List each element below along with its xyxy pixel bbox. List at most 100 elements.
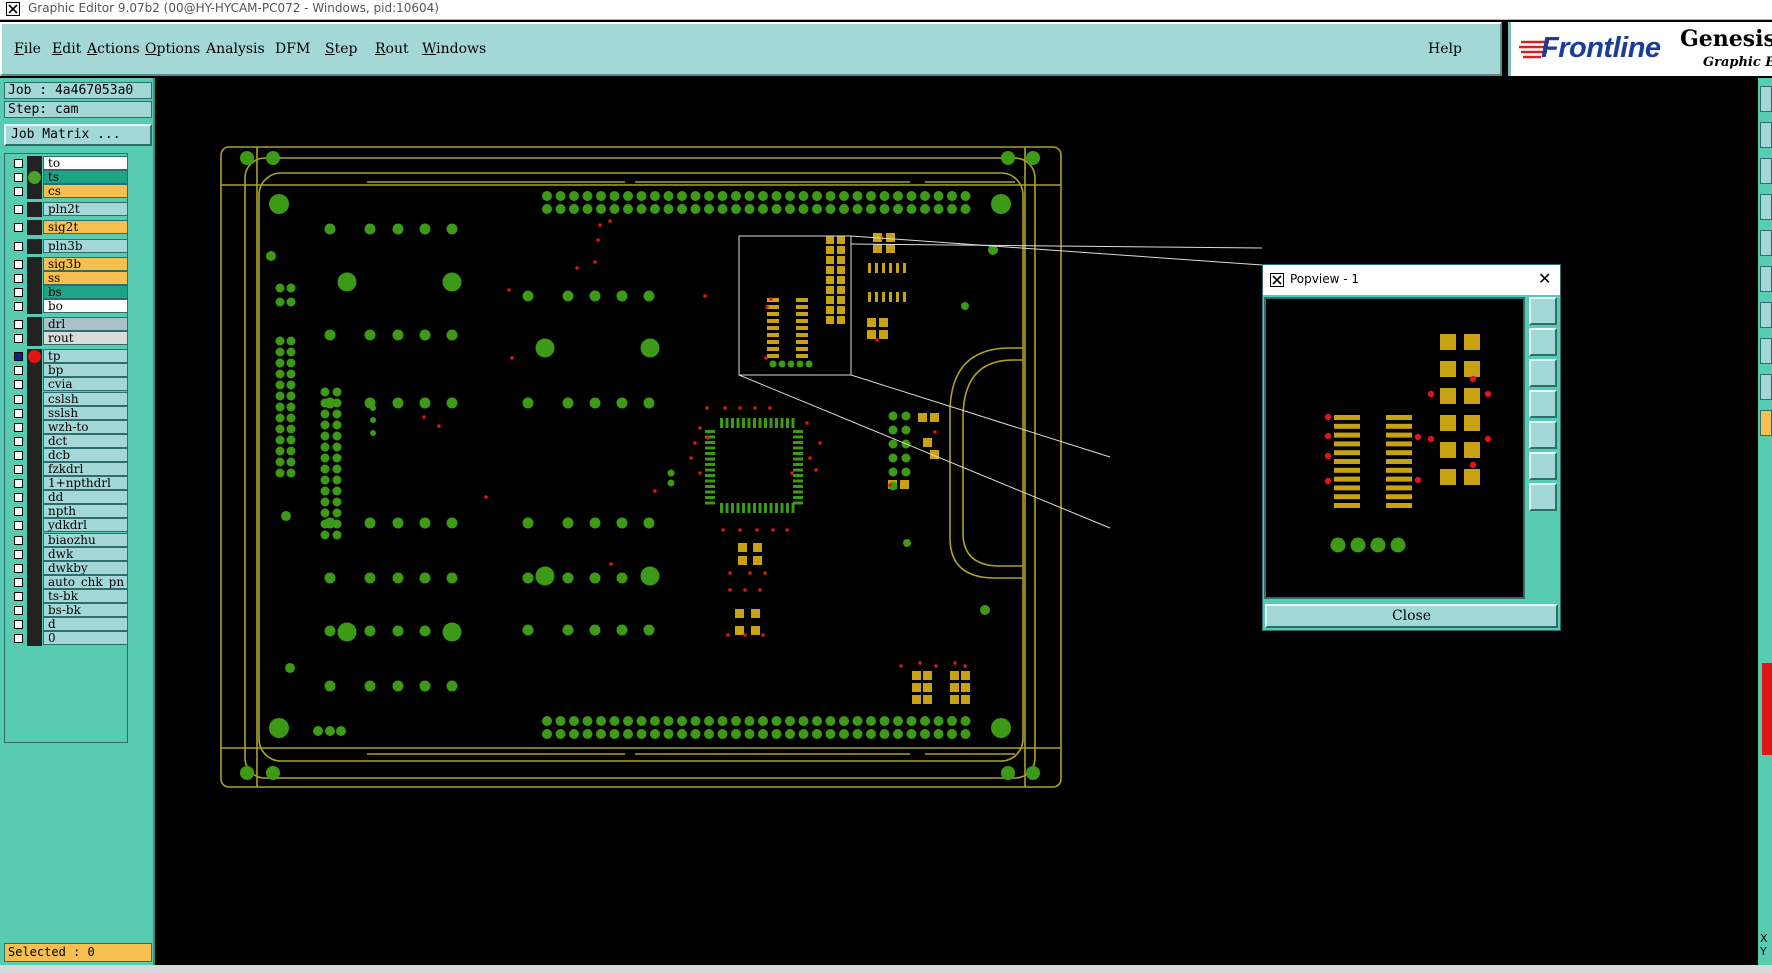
layer-name[interactable]: cs	[43, 184, 128, 199]
menu-rout[interactable]: Rout	[375, 41, 409, 57]
layer-name[interactable]: biaozhu	[43, 532, 128, 547]
layer-row[interactable]: biaozhu	[7, 532, 129, 548]
layer-indicator[interactable]	[27, 476, 42, 492]
layer-indicator[interactable]	[27, 588, 42, 604]
layer-indicator[interactable]	[27, 560, 42, 576]
layer-name[interactable]: 1+npthdrl	[43, 476, 128, 491]
layer-indicator[interactable]	[27, 532, 42, 548]
popview-canvas[interactable]	[1264, 297, 1525, 599]
layer-name[interactable]: fzkdrl	[43, 462, 128, 476]
layer-checkbox[interactable]	[14, 223, 23, 233]
layer-name[interactable]: wzh-to	[43, 419, 128, 434]
layer-row[interactable]: drl	[7, 317, 129, 332]
layer-checkbox[interactable]	[14, 366, 23, 376]
layer-row[interactable]: bp	[7, 363, 129, 379]
layer-checkbox[interactable]	[14, 320, 23, 329]
layer-row[interactable]: to	[7, 156, 129, 171]
layer-row[interactable]: bs-bk	[7, 603, 129, 618]
layer-name[interactable]: bs	[43, 284, 128, 299]
layer-row[interactable]: ss	[7, 270, 129, 286]
layer-checkbox[interactable]	[14, 563, 23, 573]
layer-checkbox[interactable]	[14, 173, 23, 183]
layer-row[interactable]: dcb	[7, 447, 129, 463]
job-matrix-button[interactable]: Job Matrix ...	[4, 124, 152, 146]
layer-name[interactable]: sslsh	[43, 405, 128, 420]
layer-name[interactable]: ts	[43, 170, 128, 185]
layer-row[interactable]: cslsh	[7, 391, 129, 407]
menu-dfm[interactable]: DFM	[275, 41, 310, 57]
layer-row[interactable]: auto_chk_pn	[7, 574, 129, 590]
layer-row[interactable]: sig2t	[7, 220, 129, 236]
layer-indicator[interactable]	[27, 419, 42, 435]
layer-name[interactable]: dcb	[43, 447, 128, 462]
layer-checkbox[interactable]	[14, 634, 23, 644]
close-icon[interactable]: ✕	[1538, 269, 1552, 288]
layer-indicator[interactable]	[27, 270, 42, 286]
pan-left-icon[interactable]	[1529, 390, 1557, 418]
zoom-in-icon[interactable]	[1529, 297, 1557, 325]
layer-row[interactable]: dct	[7, 433, 129, 449]
layer-checkbox[interactable]	[14, 287, 23, 297]
layer-name[interactable]: rout	[43, 331, 128, 346]
layer-indicator[interactable]	[27, 184, 42, 200]
layer-row[interactable]: cvia	[7, 377, 129, 393]
layer-row[interactable]: rout	[7, 331, 129, 347]
layer-checkbox[interactable]	[14, 507, 23, 517]
layer-name[interactable]: 0	[43, 631, 128, 646]
layer-indicator[interactable]	[27, 284, 42, 300]
layer-checkbox[interactable]	[14, 479, 23, 489]
tool-button-3[interactable]	[1760, 158, 1772, 184]
zoom-fit-icon[interactable]	[1529, 452, 1557, 480]
pan-down-icon[interactable]	[1529, 359, 1557, 387]
layer-name[interactable]: bs-bk	[43, 603, 128, 617]
layer-row[interactable]: pln2t	[7, 202, 129, 218]
layer-checkbox[interactable]	[14, 273, 23, 283]
layer-checkbox[interactable]	[14, 408, 23, 418]
layer-checkbox[interactable]	[14, 549, 23, 559]
layer-indicator[interactable]	[27, 331, 42, 347]
layer-indicator[interactable]	[27, 202, 42, 218]
tool-button-7[interactable]	[1760, 302, 1772, 328]
tool-button-6[interactable]	[1760, 266, 1772, 292]
tool-button-2[interactable]	[1760, 122, 1772, 148]
layer-checkbox[interactable]	[14, 394, 23, 404]
layer-indicator[interactable]	[27, 433, 42, 449]
layer-name[interactable]: d	[43, 617, 128, 632]
menu-step[interactable]: Step	[325, 41, 357, 57]
layer-checkbox[interactable]	[14, 436, 23, 446]
layer-name[interactable]: pln2t	[43, 202, 128, 217]
layer-checkbox[interactable]	[14, 380, 23, 390]
layer-name[interactable]: ts-bk	[43, 588, 128, 603]
menu-options[interactable]: Options	[145, 41, 200, 57]
layer-checkbox[interactable]	[14, 259, 23, 269]
layer-indicator[interactable]	[27, 377, 42, 393]
layer-indicator[interactable]	[27, 518, 42, 534]
layer-indicator[interactable]	[27, 349, 42, 365]
layer-checkbox[interactable]	[14, 205, 23, 215]
layer-name[interactable]: bo	[43, 298, 128, 313]
layer-indicator[interactable]	[27, 504, 42, 520]
layer-indicator[interactable]	[27, 156, 42, 171]
menu-windows[interactable]: Windows	[422, 41, 486, 57]
layer-indicator[interactable]	[27, 220, 42, 236]
tool-button-9[interactable]	[1760, 374, 1772, 400]
tool-button-8[interactable]	[1760, 338, 1772, 364]
layer-row[interactable]: bs	[7, 284, 129, 300]
layer-name[interactable]: npth	[43, 504, 128, 519]
layer-name[interactable]: ydkdrl	[43, 518, 128, 533]
layer-name[interactable]: pln3b	[43, 238, 128, 253]
tool-button-5[interactable]	[1760, 230, 1772, 256]
layer-name[interactable]: ss	[43, 270, 128, 285]
menu-file[interactable]: File	[14, 41, 41, 57]
layer-checkbox[interactable]	[14, 187, 23, 197]
layer-row[interactable]: wzh-to	[7, 419, 129, 435]
layer-checkbox[interactable]	[14, 620, 23, 630]
layer-name[interactable]: cvia	[43, 377, 128, 392]
popview-titlebar[interactable]: Popview - 1 ✕	[1263, 265, 1560, 295]
layer-checkbox[interactable]	[14, 159, 23, 168]
tool-button-4[interactable]	[1760, 194, 1772, 220]
layer-indicator[interactable]	[27, 462, 42, 477]
layer-name[interactable]: sig3b	[43, 256, 128, 271]
menu-actions[interactable]: Actions	[87, 41, 140, 57]
layer-row[interactable]: tp	[7, 349, 129, 365]
